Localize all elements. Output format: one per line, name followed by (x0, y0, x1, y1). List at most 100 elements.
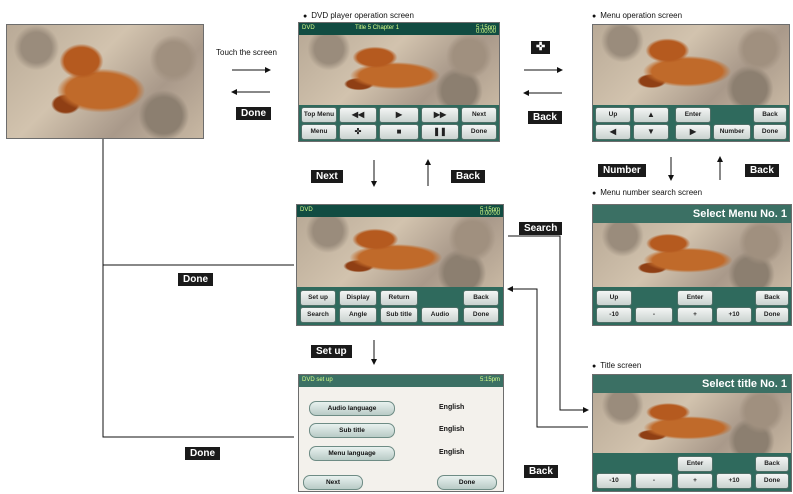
done-button[interactable]: Done (461, 124, 497, 140)
minus-ten-button[interactable]: -10 (596, 307, 632, 323)
minus-button[interactable]: - (635, 307, 673, 323)
back-button[interactable]: Back (463, 290, 499, 306)
title-bar: Select Menu No. 1 (593, 205, 791, 223)
title-panel: Enter Back -10 - + +10 Done (593, 453, 791, 491)
subtitle-button[interactable]: Sub title (380, 307, 418, 323)
number-panel: Up Enter Back -10 - + +10 Done (593, 287, 791, 325)
back-button[interactable]: Back (755, 456, 789, 472)
elapsed-time: 0:00:00 (479, 211, 500, 217)
video-image (593, 223, 791, 287)
angle-button[interactable]: Angle (339, 307, 377, 323)
setup-tag: Set up (311, 345, 352, 358)
video-image (593, 393, 791, 453)
enter-button[interactable]: Enter (677, 456, 713, 472)
done-tag-1: Done (236, 107, 271, 120)
back-tag-1: Back (528, 111, 562, 124)
select-menu-title: Select Menu No. 1 (692, 208, 787, 220)
video-image (593, 25, 789, 105)
touch-label: Touch the screen (216, 48, 277, 57)
menu-language-button[interactable]: Menu language (309, 446, 395, 461)
fast-forward-button[interactable]: ▶▶ (421, 107, 459, 123)
done-tag-2: Done (178, 273, 213, 286)
setup-title: DVD set up (302, 377, 333, 383)
next-button[interactable]: Next (461, 107, 497, 123)
caption-menu-number: Menu number search screen (592, 188, 702, 197)
arrow-down-button[interactable]: ▼ (633, 124, 669, 140)
plus-ten-button[interactable]: +10 (716, 307, 752, 323)
next-button[interactable]: Next (303, 475, 363, 490)
up-button[interactable]: Up (596, 290, 632, 306)
caption-dvd: DVD player operation screen (303, 11, 414, 20)
caption-menu: Menu operation screen (592, 11, 682, 20)
plus-button[interactable]: + (677, 307, 713, 323)
up-button[interactable]: Up (595, 107, 631, 123)
status-bar: DVD 5:15pm 0:00:00 (297, 205, 503, 217)
caption-title-screen: Title screen (592, 361, 641, 370)
arrow-right-button[interactable]: ▶ (675, 124, 711, 140)
back-tag-2: Back (451, 170, 485, 183)
menu-button[interactable]: Menu (301, 124, 337, 140)
done-button[interactable]: Done (437, 475, 497, 490)
done-tag-3: Done (185, 447, 220, 460)
done-button[interactable]: Done (755, 307, 789, 323)
stop-button[interactable]: ■ (379, 124, 419, 140)
done-button[interactable]: Done (753, 124, 787, 140)
subtitle-value: English (439, 426, 465, 433)
video-image (299, 35, 499, 105)
subtitle-setting-button[interactable]: Sub title (309, 423, 395, 438)
control-panel: Top Menu ◀◀ ▶ ▶▶ Next Menu ✜ ■ ❚❚ Done (299, 105, 499, 141)
next-tag: Next (311, 170, 343, 183)
done-button[interactable]: Done (463, 307, 499, 323)
audio-button[interactable]: Audio (421, 307, 459, 323)
title-chapter: Title 5 Chapter 1 (355, 25, 400, 31)
enter-button[interactable]: Enter (677, 290, 713, 306)
search-button[interactable]: Search (300, 307, 336, 323)
back-button[interactable]: Back (753, 107, 787, 123)
plus-ten-button[interactable]: +10 (716, 473, 752, 489)
play-button[interactable]: ▶ (379, 107, 419, 123)
minus-button[interactable]: - (635, 473, 673, 489)
setup-status-bar: DVD set up 5:15pm (299, 375, 503, 387)
move-icon-tag: ✜ (531, 41, 551, 54)
done-button[interactable]: Done (755, 473, 789, 489)
setup-body: Audio language English Sub title English… (299, 387, 503, 491)
move-button[interactable]: ✜ (339, 124, 377, 140)
minus-ten-button[interactable]: -10 (596, 473, 632, 489)
audio-language-button[interactable]: Audio language (309, 401, 395, 416)
back-button[interactable]: Back (755, 290, 789, 306)
enter-button[interactable]: Enter (675, 107, 711, 123)
arrow-up-button[interactable]: ▲ (633, 107, 669, 123)
menu-control-panel: Up ▲ Enter Back ◀ ▼ ▶ Number Done (593, 105, 789, 141)
setup-button[interactable]: Set up (300, 290, 336, 306)
number-button[interactable]: Number (713, 124, 751, 140)
top-menu-button[interactable]: Top Menu (301, 107, 337, 123)
menu-operation-screen: Up ▲ Enter Back ◀ ▼ ▶ Number Done (592, 24, 790, 142)
clock: 5:15pm (479, 377, 500, 383)
dvd-player-screen: DVD Title 5 Chapter 1 5:15pm 0:00:00 Top… (298, 22, 500, 142)
elapsed-time: 0:00:00 (475, 29, 496, 35)
first-video-screen[interactable] (6, 24, 204, 139)
pause-button[interactable]: ❚❚ (421, 124, 459, 140)
options-panel: Set up Display Return Back Search Angle … (297, 287, 503, 325)
plus-button[interactable]: + (677, 473, 713, 489)
video-image (7, 25, 203, 138)
back-tag-4: Back (524, 465, 558, 478)
select-title-heading: Select title No. 1 (702, 378, 787, 390)
clock: 5:15pm (479, 207, 500, 213)
source-label: DVD (302, 25, 315, 31)
audio-language-value: English (439, 404, 465, 411)
display-button[interactable]: Display (339, 290, 377, 306)
rewind-button[interactable]: ◀◀ (339, 107, 377, 123)
number-tag: Number (598, 164, 646, 177)
status-bar: DVD Title 5 Chapter 1 5:15pm 0:00:00 (299, 23, 499, 35)
source-label: DVD (300, 207, 313, 213)
video-image (297, 217, 503, 287)
return-button[interactable]: Return (380, 290, 418, 306)
arrow-left-button[interactable]: ◀ (595, 124, 631, 140)
dvd-options-screen: DVD 5:15pm 0:00:00 Set up Display Return… (296, 204, 504, 326)
title-bar: Select title No. 1 (593, 375, 791, 393)
dvd-setup-screen: DVD set up 5:15pm Audio language English… (298, 374, 504, 492)
back-tag-3: Back (745, 164, 779, 177)
title-screen: Select title No. 1 Enter Back -10 - + +1… (592, 374, 792, 492)
